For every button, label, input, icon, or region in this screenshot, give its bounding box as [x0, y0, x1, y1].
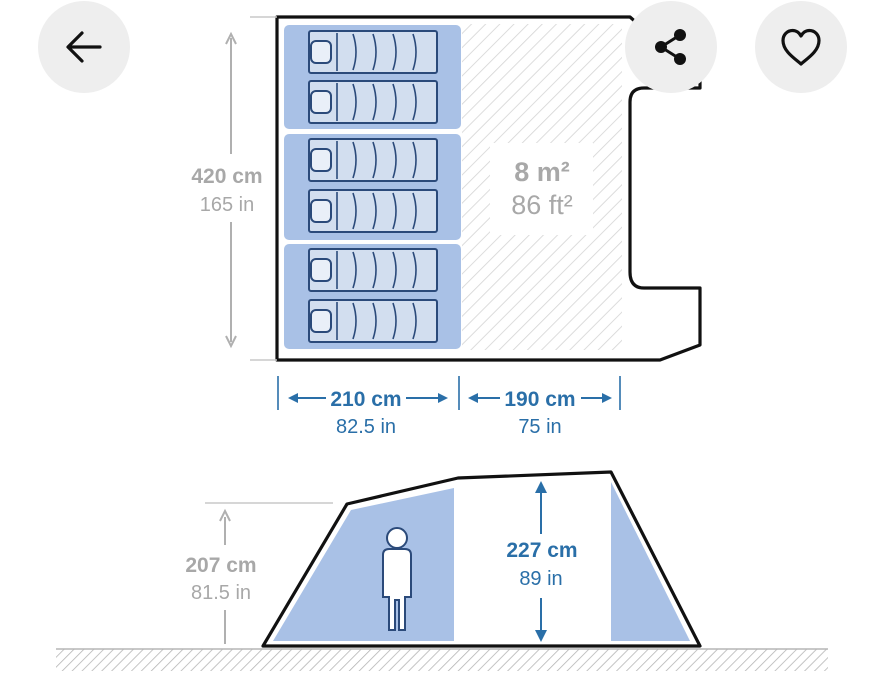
- area-m2: 8 m²: [514, 157, 570, 187]
- sleeping-pad: [308, 248, 438, 292]
- sleeping-pad: [308, 30, 438, 74]
- room-height-dimension: 207 cm 81.5 in: [185, 502, 333, 644]
- living-height-dimension: 227 cm 89 in: [506, 481, 578, 642]
- width-dimensions: 210 cm 82.5 in 190 cm 75 in: [277, 376, 621, 438]
- room-height-in: 81.5 in: [191, 582, 251, 604]
- room-width-cm: 210 cm: [330, 388, 401, 411]
- room-height-cm: 207 cm: [185, 554, 256, 577]
- rear-section: [611, 482, 690, 641]
- living-height-cm: 227 cm: [506, 539, 577, 562]
- bedroom-3: [284, 244, 461, 349]
- heart-icon: [781, 28, 821, 66]
- side-view: 207 cm 81.5 in 227 cm 89 in: [56, 470, 828, 671]
- depth-in: 165 in: [200, 194, 255, 216]
- sleeping-pad: [308, 138, 438, 182]
- favorite-button[interactable]: [755, 1, 847, 93]
- floor-plan: 8 m² 86 ft² 420 cm 165 in 210 cm: [191, 15, 702, 438]
- area-ft2: 86 ft²: [511, 190, 573, 220]
- living-width-in: 75 in: [518, 416, 561, 438]
- back-button[interactable]: [38, 1, 130, 93]
- person-icon: [382, 527, 412, 631]
- sleeping-pad: [308, 299, 438, 343]
- bedroom-section: [273, 488, 454, 641]
- depth-cm: 420 cm: [191, 165, 262, 188]
- share-icon: [655, 29, 686, 65]
- tent-outline: [275, 15, 702, 362]
- share-button[interactable]: [625, 1, 717, 93]
- living-height-in: 89 in: [519, 568, 562, 590]
- room-width-in: 82.5 in: [336, 416, 396, 438]
- bedroom-1: [284, 25, 461, 129]
- ground: [56, 649, 828, 671]
- sleeping-pad: [308, 80, 438, 124]
- depth-dimension: 420 cm 165 in: [191, 16, 277, 361]
- living-width-cm: 190 cm: [504, 388, 575, 411]
- sleeping-pad: [308, 189, 438, 233]
- bedroom-2: [284, 134, 461, 240]
- area-label-bg: [490, 143, 593, 235]
- tent-profile: [261, 470, 702, 648]
- arrow-left-icon: [66, 31, 102, 63]
